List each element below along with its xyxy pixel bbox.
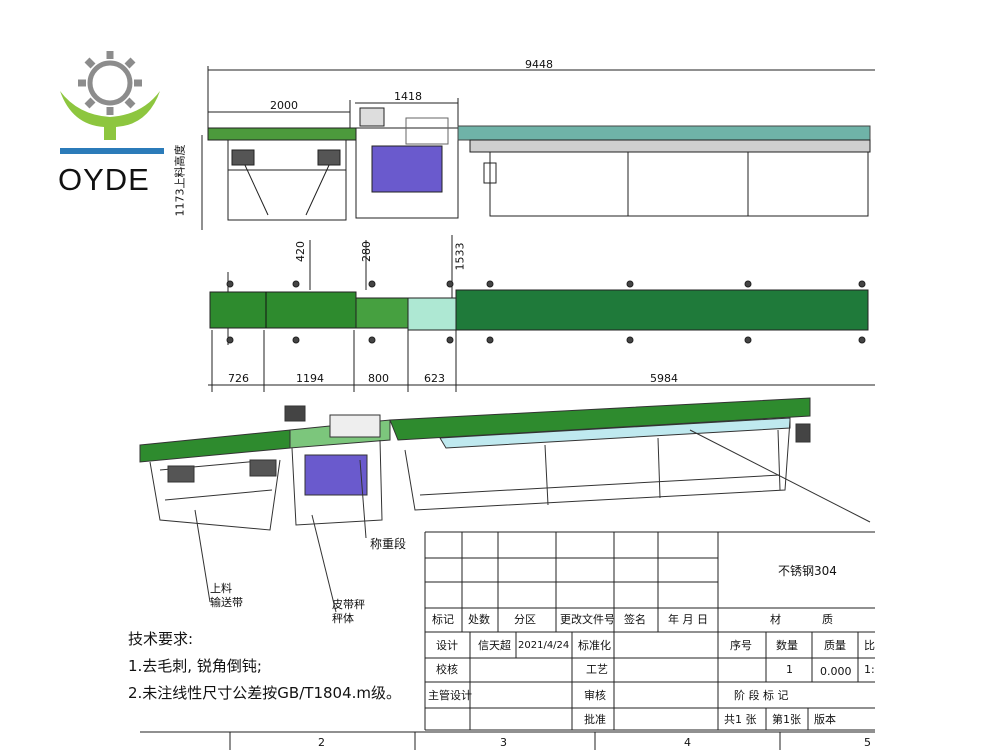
dim-1194: 1194 bbox=[296, 372, 324, 385]
tb-process: 工艺 bbox=[586, 663, 608, 676]
callout-feed-2: 输送带 bbox=[210, 596, 243, 609]
gear-leaf-icon bbox=[60, 51, 164, 154]
tb-standard: 标准化 bbox=[578, 639, 611, 652]
tb-h-material: 材 bbox=[770, 613, 781, 626]
tb-h-zone: 分区 bbox=[514, 613, 536, 626]
side-elevation bbox=[201, 66, 875, 230]
callout-scale-1: 皮带秤 bbox=[332, 598, 365, 611]
callout-feed-1: 上料 bbox=[210, 582, 232, 595]
tb-chief: 主管设计 bbox=[428, 689, 472, 702]
tb-ratio-h: 比 bbox=[864, 639, 875, 652]
column-number: 4 bbox=[684, 736, 691, 749]
tb-version: 版本 bbox=[814, 713, 836, 726]
dim-height: 1173上料高度 bbox=[173, 144, 187, 217]
plan-view bbox=[208, 235, 875, 392]
isometric-view bbox=[139, 397, 871, 613]
column-number: 3 bbox=[500, 736, 507, 749]
tb-stage: 阶 段 标 记 bbox=[734, 689, 789, 702]
column-number: 5 bbox=[864, 736, 871, 749]
tb-h-date: 年 月 日 bbox=[668, 613, 708, 626]
tb-h-quality: 质 bbox=[822, 613, 833, 626]
tb-qty: 1 bbox=[786, 663, 793, 676]
tb-mass-h: 质量 bbox=[824, 639, 846, 652]
logo-wordmark: OYDE bbox=[58, 162, 150, 197]
dim-420: 420 bbox=[294, 241, 307, 262]
title-block-grid bbox=[140, 531, 875, 750]
column-number: 2 bbox=[318, 736, 325, 749]
dim-overall: 9448 bbox=[525, 58, 553, 71]
technical-notes: 技术要求: 1.去毛刺, 锐角倒钝; 2.未注线性尺寸公差按GB/T1804.m… bbox=[128, 626, 401, 707]
tb-seq: 序号 bbox=[730, 639, 752, 652]
dim-weigh: 1418 bbox=[394, 90, 422, 103]
callout-scale-2: 秤体 bbox=[332, 612, 354, 625]
tb-h-mark: 标记 bbox=[432, 613, 454, 626]
tb-design: 设计 bbox=[436, 639, 458, 652]
dim-280: 280 bbox=[360, 241, 373, 262]
tb-designer: 信天超 bbox=[478, 639, 511, 652]
notes-title: 技术要求: bbox=[128, 630, 194, 648]
tb-material: 不锈钢304 bbox=[778, 564, 837, 578]
dim-1533: 1533 bbox=[453, 242, 467, 271]
tb-sheets: 共1 张 bbox=[724, 713, 757, 726]
dim-623: 623 bbox=[424, 372, 445, 385]
notes-item-2: 2.未注线性尺寸公差按GB/T1804.m级。 bbox=[128, 684, 401, 702]
tb-qty-h: 数量 bbox=[776, 639, 798, 652]
tb-approve: 批准 bbox=[584, 713, 606, 726]
dim-feed: 2000 bbox=[270, 99, 298, 112]
tb-h-count: 处数 bbox=[468, 613, 490, 626]
company-logo bbox=[52, 45, 172, 205]
tb-mass: 0.000 bbox=[820, 665, 852, 678]
tb-check: 校核 bbox=[436, 663, 458, 676]
tb-sheet-no: 第1张 bbox=[772, 713, 801, 726]
notes-item-1: 1.去毛刺, 锐角倒钝; bbox=[128, 657, 262, 675]
tb-review: 审核 bbox=[584, 689, 606, 702]
tb-design-date: 2021/4/24 bbox=[518, 640, 570, 651]
tb-ratio: 1: bbox=[864, 663, 875, 676]
dim-726: 726 bbox=[228, 372, 249, 385]
tb-h-doc: 更改文件号 bbox=[560, 613, 615, 626]
tb-h-sign: 签名 bbox=[624, 613, 646, 626]
callout-weigh-section: 称重段 bbox=[370, 537, 407, 551]
dim-800: 800 bbox=[368, 372, 389, 385]
dim-5984: 5984 bbox=[650, 372, 678, 385]
